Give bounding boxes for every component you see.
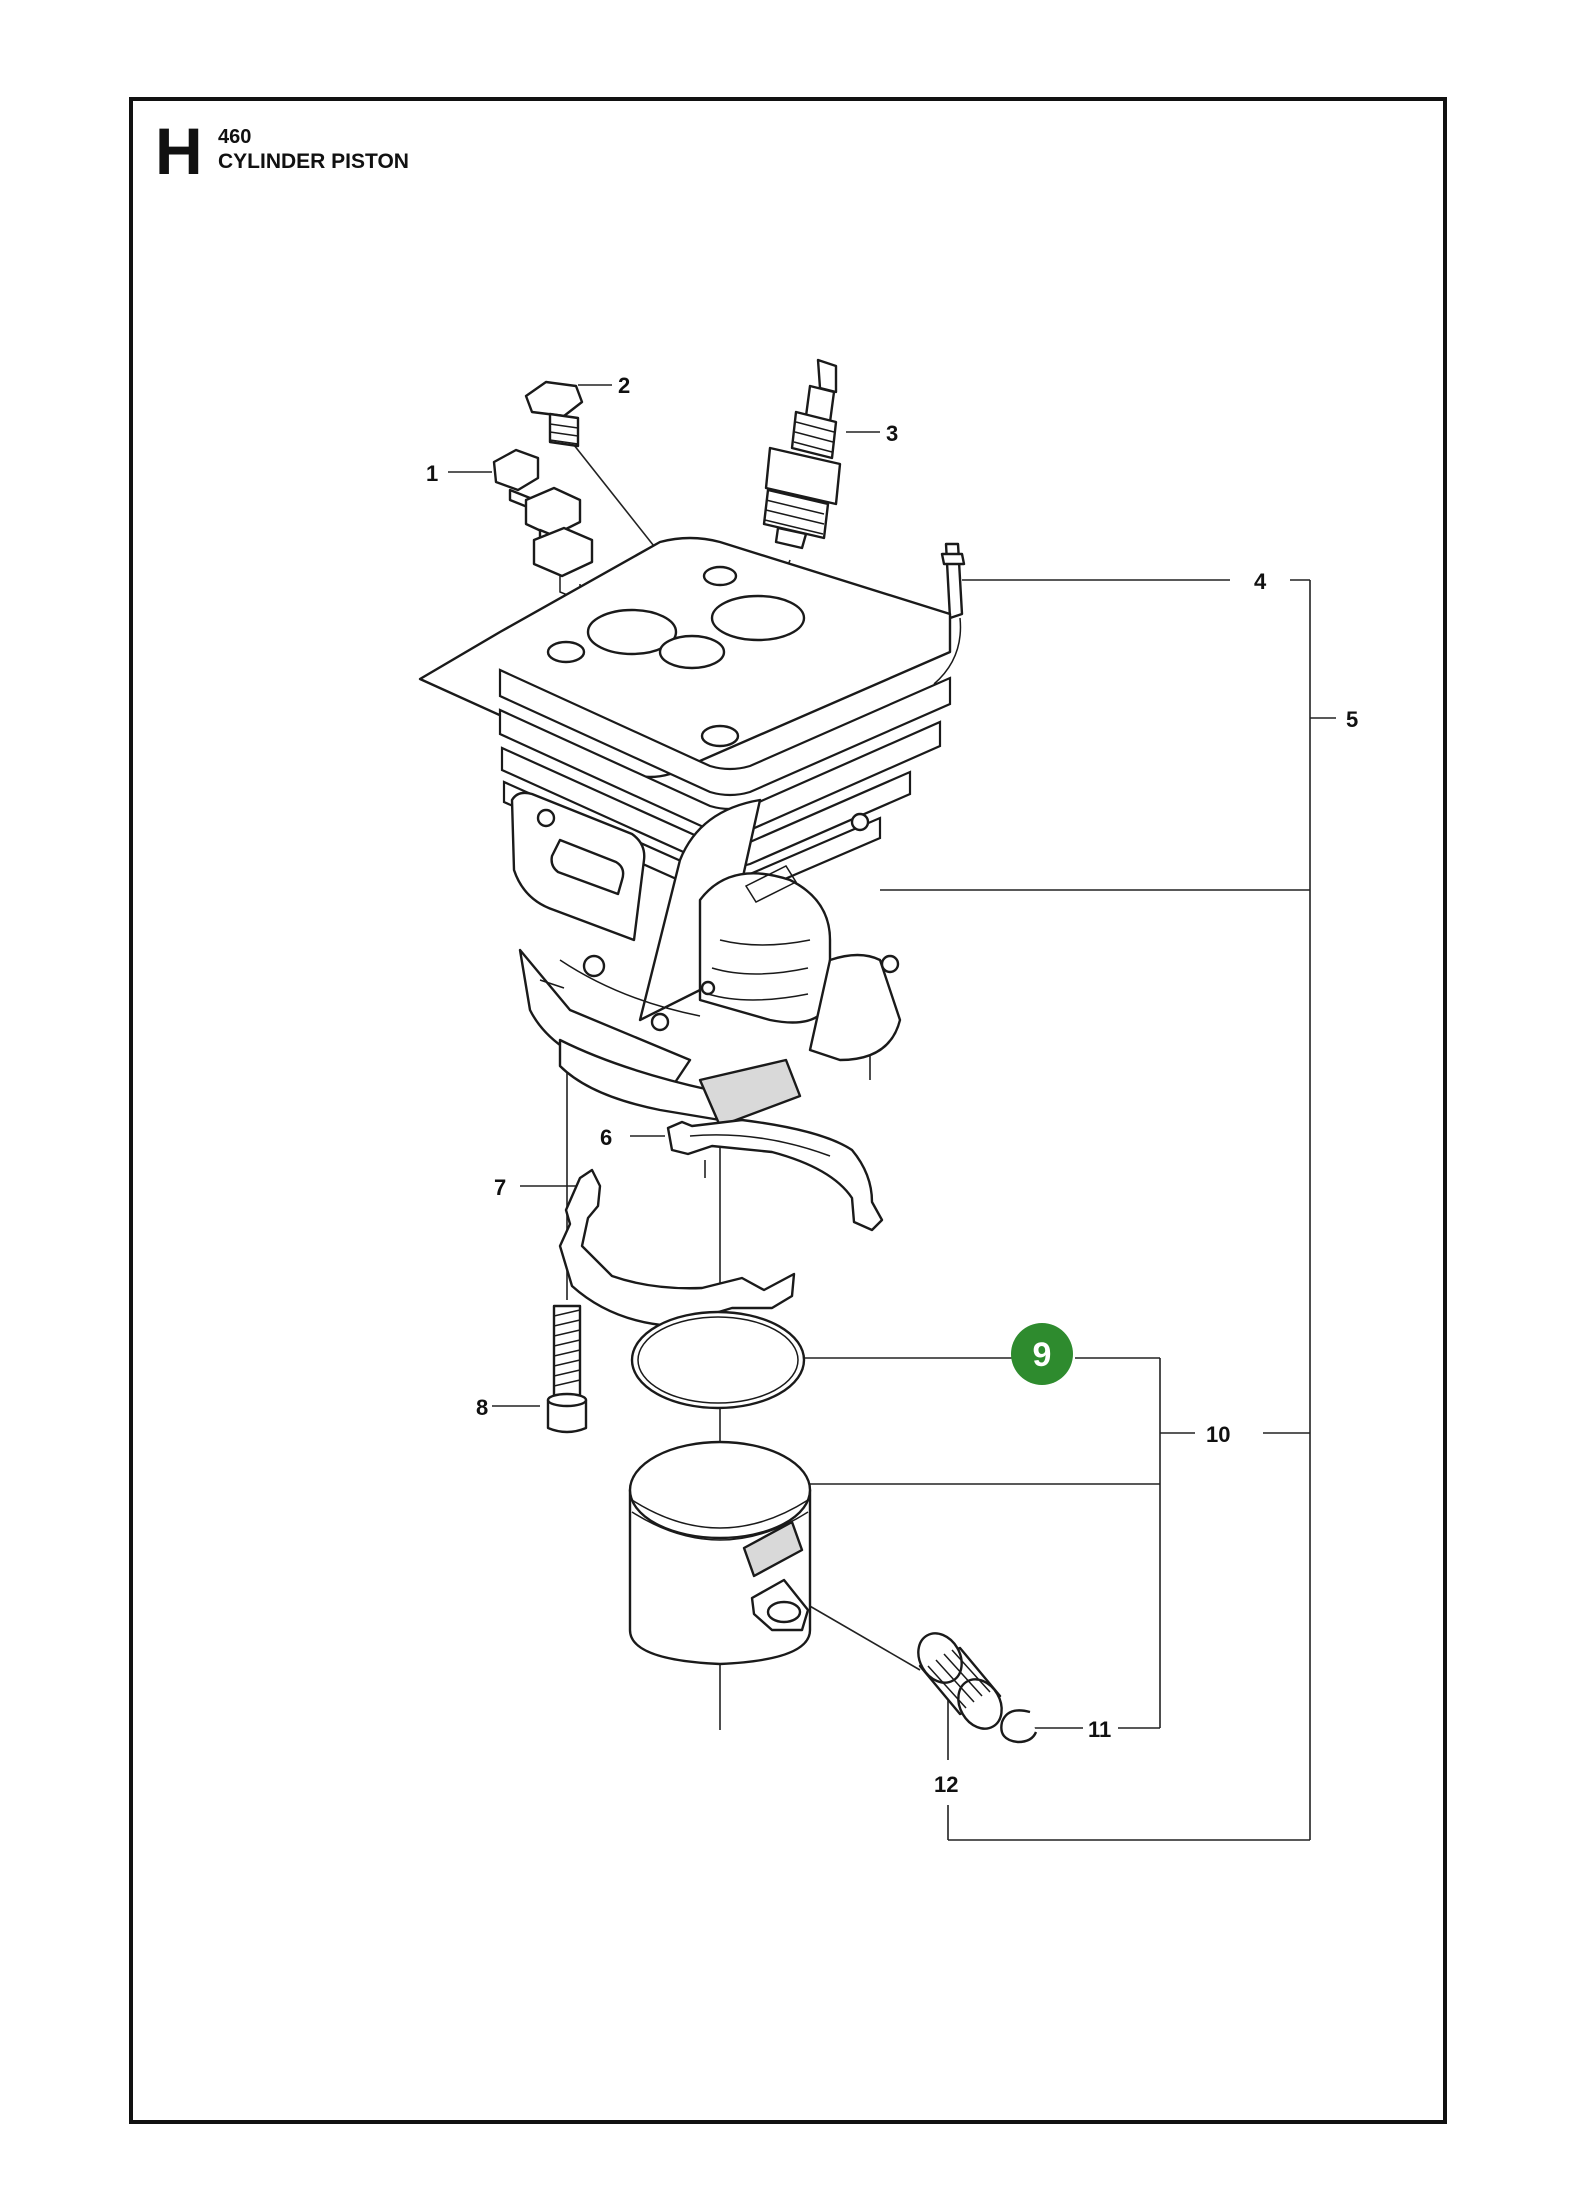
spark-plug bbox=[762, 358, 842, 550]
page-frame bbox=[129, 97, 1447, 2124]
circlip bbox=[1000, 1709, 1038, 1744]
cylinder bbox=[418, 536, 952, 1128]
callout-8: 8 bbox=[476, 1395, 488, 1420]
cylinder-gasket bbox=[666, 1118, 884, 1232]
callout-3: 3 bbox=[886, 421, 898, 446]
callout-4: 4 bbox=[1254, 569, 1267, 594]
callout-12: 12 bbox=[934, 1772, 958, 1797]
needle-bearing bbox=[917, 1632, 1003, 1730]
callout-1: 1 bbox=[426, 461, 438, 486]
callout-10: 10 bbox=[1206, 1422, 1230, 1447]
cylinder-screw bbox=[546, 1304, 588, 1434]
callout-5: 5 bbox=[1346, 707, 1358, 732]
callout-9-badge bbox=[1011, 1323, 1073, 1385]
page-title: CYLINDER PISTON bbox=[218, 150, 409, 173]
plug-screw bbox=[524, 380, 584, 448]
piston bbox=[628, 1440, 812, 1666]
callout-6: 6 bbox=[600, 1125, 612, 1150]
piston-ring bbox=[630, 1310, 806, 1410]
callout-labels: 1 2 3 4 5 6 7 8 9 10 11 12 bbox=[426, 373, 1358, 1797]
callout-7: 7 bbox=[494, 1175, 506, 1200]
decompression-valve bbox=[492, 448, 594, 602]
inlet-gasket bbox=[558, 1168, 796, 1328]
impulse-nipple bbox=[933, 542, 966, 685]
section-letter: H bbox=[155, 114, 203, 188]
callout-9: 9 bbox=[1033, 1336, 1052, 1374]
callout-11: 11 bbox=[1088, 1717, 1111, 1742]
callout-2: 2 bbox=[618, 373, 630, 398]
model-number: 460 bbox=[218, 126, 252, 148]
